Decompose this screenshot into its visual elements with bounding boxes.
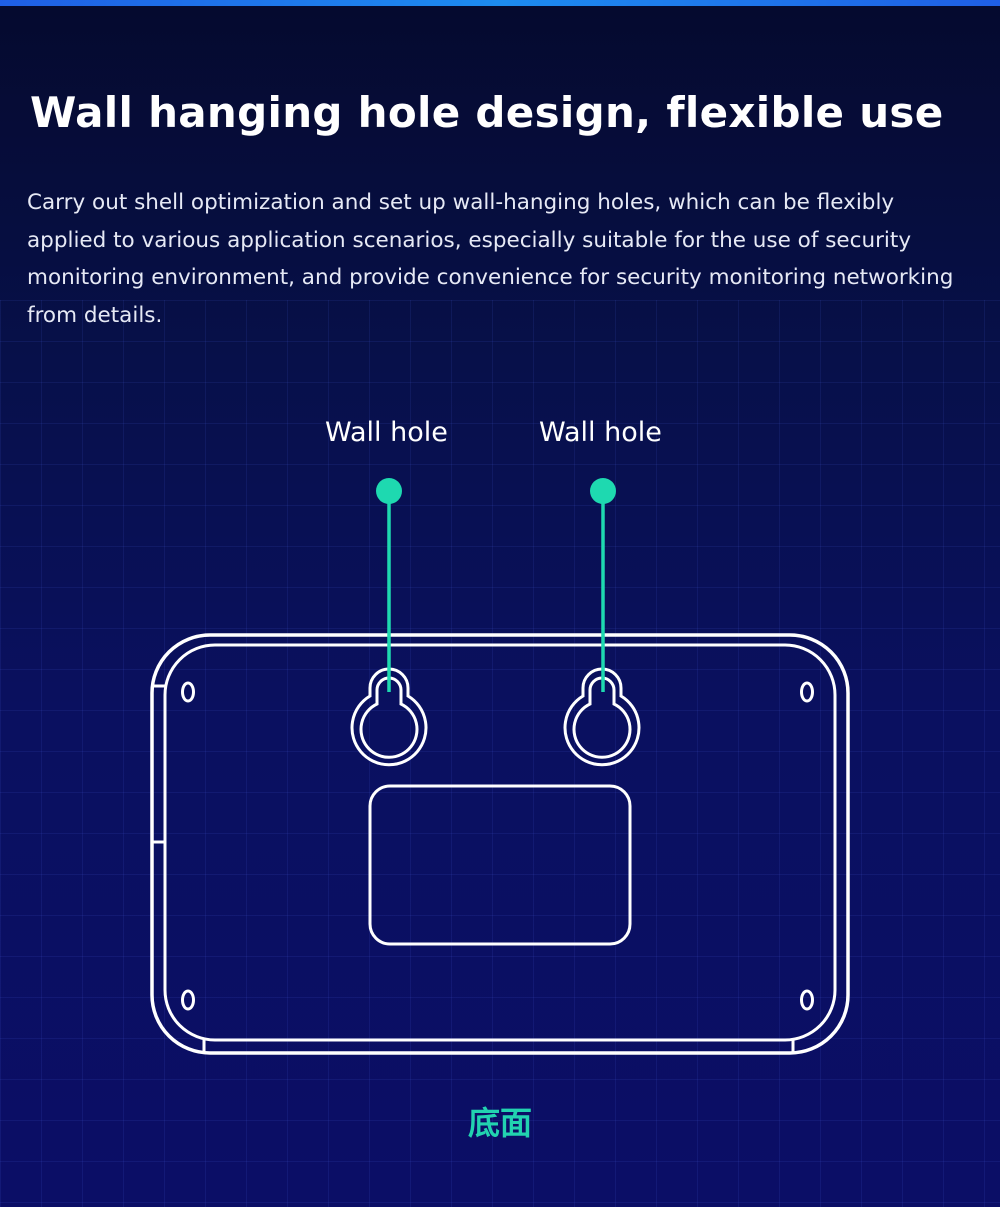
screw-hole-bottom-left [181,989,195,1011]
page-title: Wall hanging hole design, flexible use [30,88,944,137]
label-panel [368,784,632,946]
description-text: Carry out shell optimization and set up … [27,190,954,328]
screw-hole-bottom-right [800,989,814,1011]
screw-hole-top-left [181,681,195,703]
background-grid [0,300,1000,1207]
callout-pointer-right [590,478,616,692]
callout-label-left: Wall hole [325,417,448,448]
screw-hole-top-right [800,681,814,703]
callout-label-right: Wall hole [539,417,662,448]
callout-pointer-left [376,478,402,692]
device-inner-shell [163,643,837,1042]
device-outer-shell [150,633,850,1055]
diagram-caption: 底面 [467,1104,532,1142]
wall-hole-left [350,667,428,767]
top-accent-bar [0,0,1000,6]
